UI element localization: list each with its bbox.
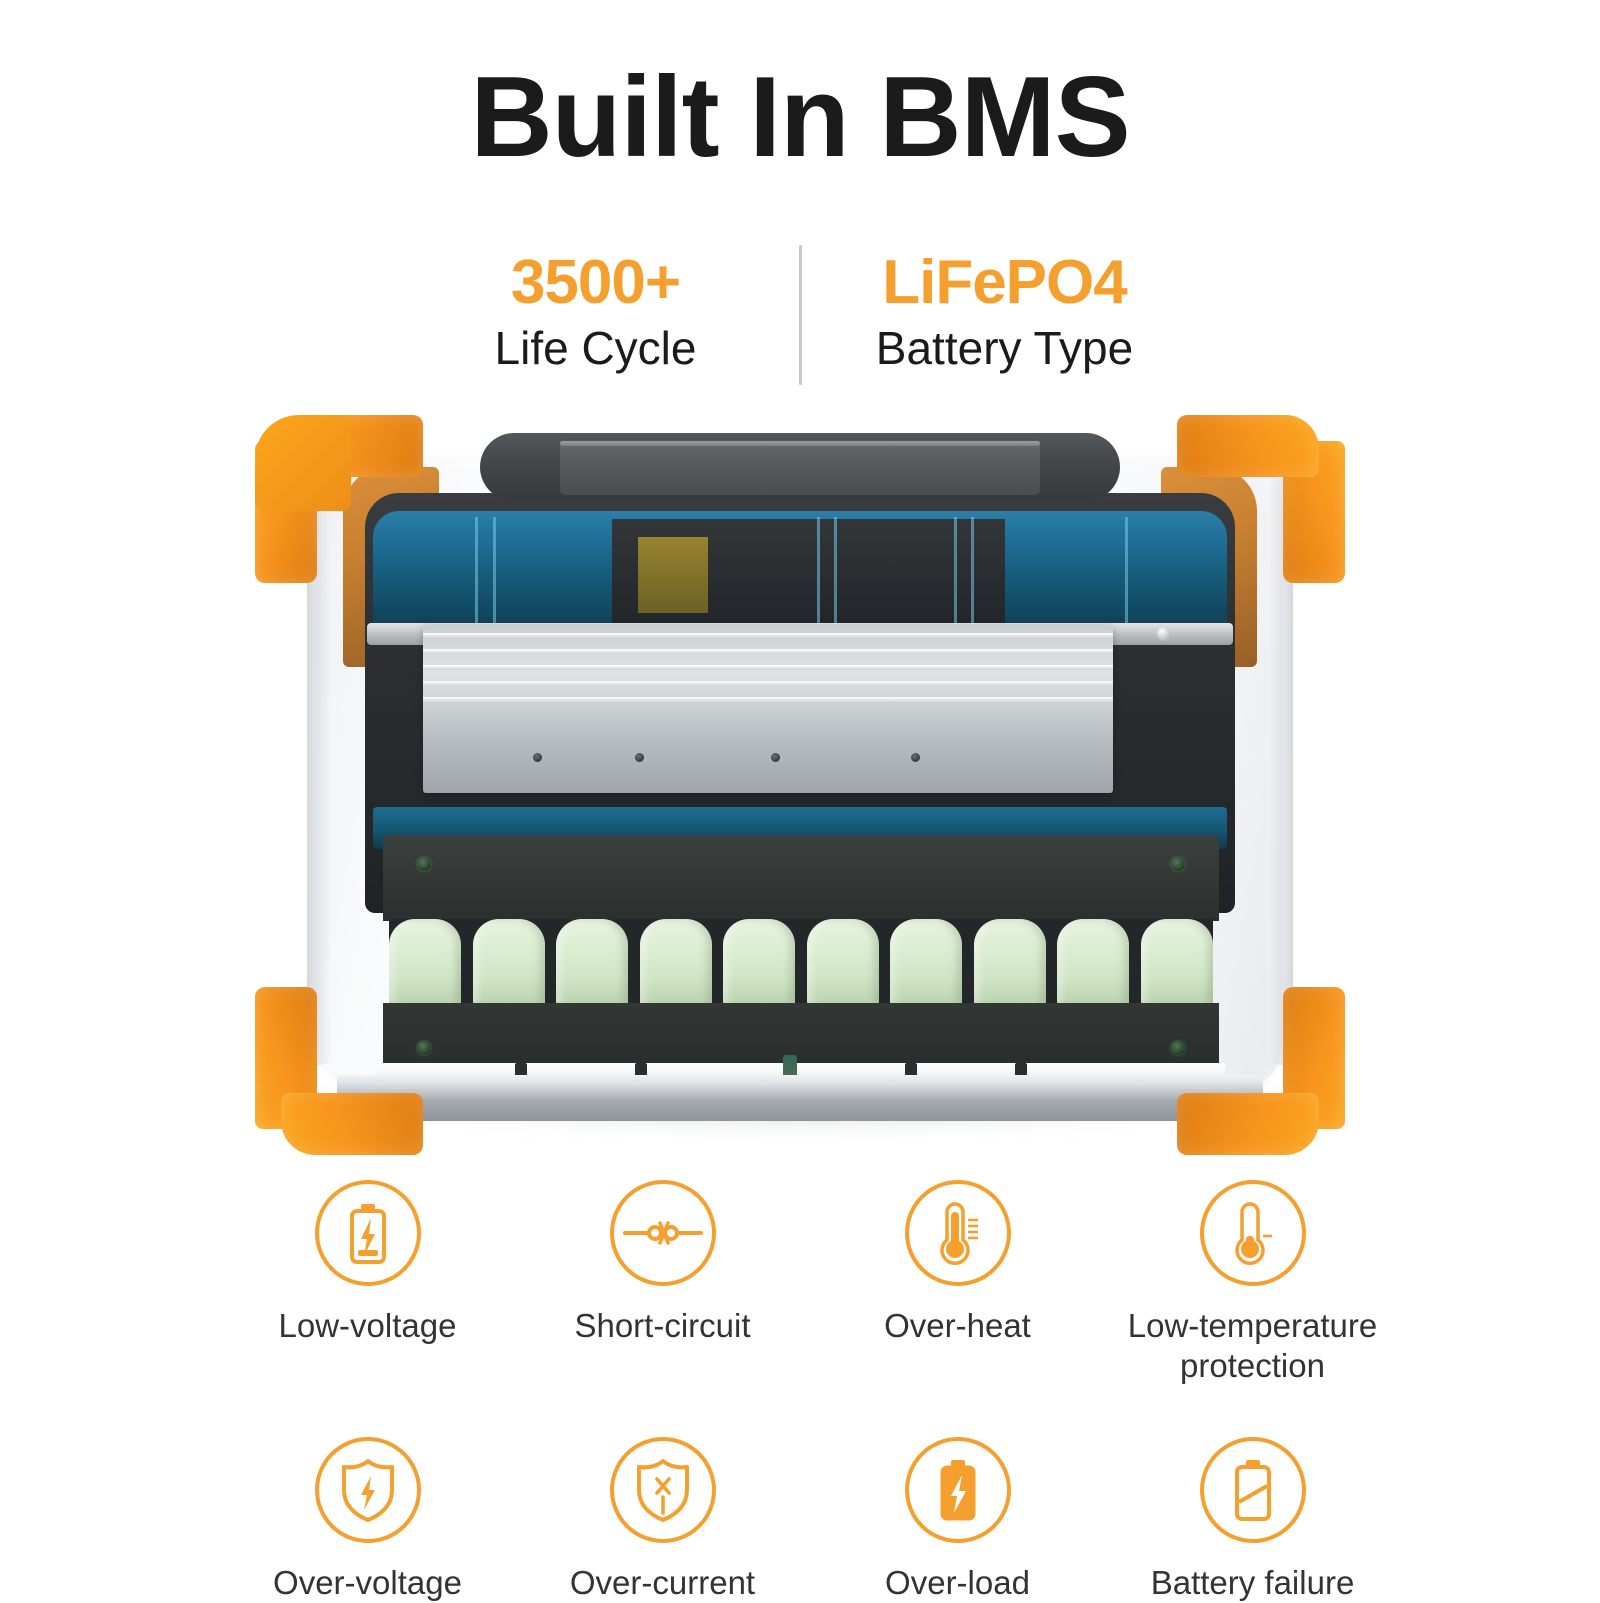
battery-failure-icon — [1199, 1436, 1306, 1543]
feature-over-heat: Over-heat — [810, 1180, 1105, 1387]
bumper-arm-horizontal — [281, 1093, 423, 1155]
pcb-trace — [970, 517, 974, 623]
feature-label: Over-current — [569, 1563, 756, 1601]
battery-cell — [806, 919, 879, 1005]
bumper-corner-knee — [255, 415, 351, 511]
heatsink-hole — [635, 753, 644, 762]
shield-bolt-icon — [314, 1436, 421, 1543]
stat-battery-type: LiFePO4 Battery Type — [840, 252, 1170, 378]
feature-short-circuit: Short-circuit — [515, 1180, 810, 1387]
pcb-trace — [834, 517, 838, 623]
feature-label: Over-voltage — [273, 1563, 462, 1601]
holder-screw-hole — [417, 1041, 431, 1055]
feature-label: Low-voltage — [278, 1307, 457, 1344]
feature-over-load: Over-load — [810, 1436, 1105, 1603]
battery-cell — [472, 919, 545, 1005]
battery-cell — [973, 919, 1046, 1005]
holder-screw-hole — [1171, 857, 1185, 871]
feature-label: Over-load — [885, 1563, 1030, 1601]
pcb-trace — [492, 517, 496, 623]
mount-screw — [1157, 627, 1171, 641]
product-cutaway-image — [255, 415, 1345, 1155]
battery-cell-row — [389, 919, 1213, 1005]
battery-cell — [890, 919, 963, 1005]
corner-bumper-top-left — [255, 415, 423, 583]
heatsink-fin — [423, 649, 1113, 654]
feature-over-voltage: Over-voltage — [220, 1436, 515, 1603]
stat-life-cycle-value: 3500+ — [510, 248, 681, 318]
bumper-arm-horizontal — [1177, 1093, 1319, 1155]
feature-low-voltage: Low-voltage — [220, 1180, 515, 1387]
feature-label: Low-temperature protection — [1127, 1307, 1378, 1385]
feature-row-1: Low-voltage Short-circuit — [220, 1180, 1400, 1387]
short-circuit-icon — [609, 1180, 716, 1286]
feature-label: Short-circuit — [574, 1307, 751, 1344]
battery-cell — [1140, 919, 1213, 1005]
battery-cell — [639, 919, 712, 1005]
holder-screw-hole — [1171, 1041, 1185, 1055]
battery-cell — [723, 919, 796, 1005]
heatsink-hole — [771, 753, 780, 762]
pcb-trace — [953, 517, 957, 623]
battery-cell — [1057, 919, 1130, 1005]
feature-label: Over-heat — [884, 1307, 1031, 1344]
corner-bumper-bottom-left — [255, 987, 423, 1155]
page-title: Built In BMS — [470, 54, 1130, 181]
thermometer-hot-icon — [904, 1180, 1011, 1286]
pcb-trace — [475, 517, 479, 623]
pcb-trace — [817, 517, 821, 623]
feature-over-current: Over-current — [515, 1436, 810, 1603]
heatsink-fin — [423, 697, 1113, 702]
cell-holder-top — [383, 835, 1219, 921]
battery-bolt-filled-icon — [904, 1436, 1011, 1543]
carry-handle-highlight — [560, 441, 1040, 446]
feature-battery-failure: Battery failure — [1105, 1436, 1400, 1603]
bumper-arm-horizontal — [1177, 415, 1319, 477]
stat-life-cycle: 3500+ Life Cycle — [431, 252, 761, 378]
corner-bumper-top-right — [1177, 415, 1345, 583]
battery-cell — [556, 919, 629, 1005]
heatsink-fin — [423, 681, 1113, 686]
thermometer-cold-icon — [1199, 1180, 1306, 1286]
feature-low-temperature: Low-temperature protection — [1105, 1180, 1400, 1387]
main-circuit-board — [373, 511, 1227, 629]
pcb-gold-component — [637, 537, 708, 613]
base-plate — [337, 1075, 1263, 1121]
holder-screw-hole — [417, 857, 431, 871]
protection-features-grid: Low-voltage Short-circuit — [220, 1180, 1400, 1603]
heatsink — [423, 625, 1113, 793]
heatsink-fin — [423, 633, 1113, 638]
stats-row: 3500+ Life Cycle LiFePO4 Battery Type — [0, 240, 1600, 390]
pcb-trace — [1124, 517, 1128, 623]
battery-pack — [383, 835, 1219, 1107]
feature-row-2: Over-voltage Over-current — [220, 1436, 1400, 1603]
stat-life-cycle-label: Life Cycle — [494, 322, 697, 375]
stats-divider — [798, 245, 802, 385]
heatsink-hole — [533, 753, 542, 762]
stat-battery-type-label: Battery Type — [875, 322, 1134, 375]
heatsink-hole — [911, 753, 920, 762]
feature-label: Battery failure — [1150, 1563, 1355, 1601]
battery-cell — [389, 919, 461, 1005]
corner-bumper-bottom-right — [1177, 987, 1345, 1155]
heatsink-fin — [423, 665, 1113, 670]
carry-handle-grip — [560, 439, 1040, 495]
shield-current-icon — [609, 1436, 716, 1543]
stat-battery-type-value: LiFePO4 — [882, 248, 1128, 318]
battery-low-voltage-icon — [314, 1180, 421, 1286]
